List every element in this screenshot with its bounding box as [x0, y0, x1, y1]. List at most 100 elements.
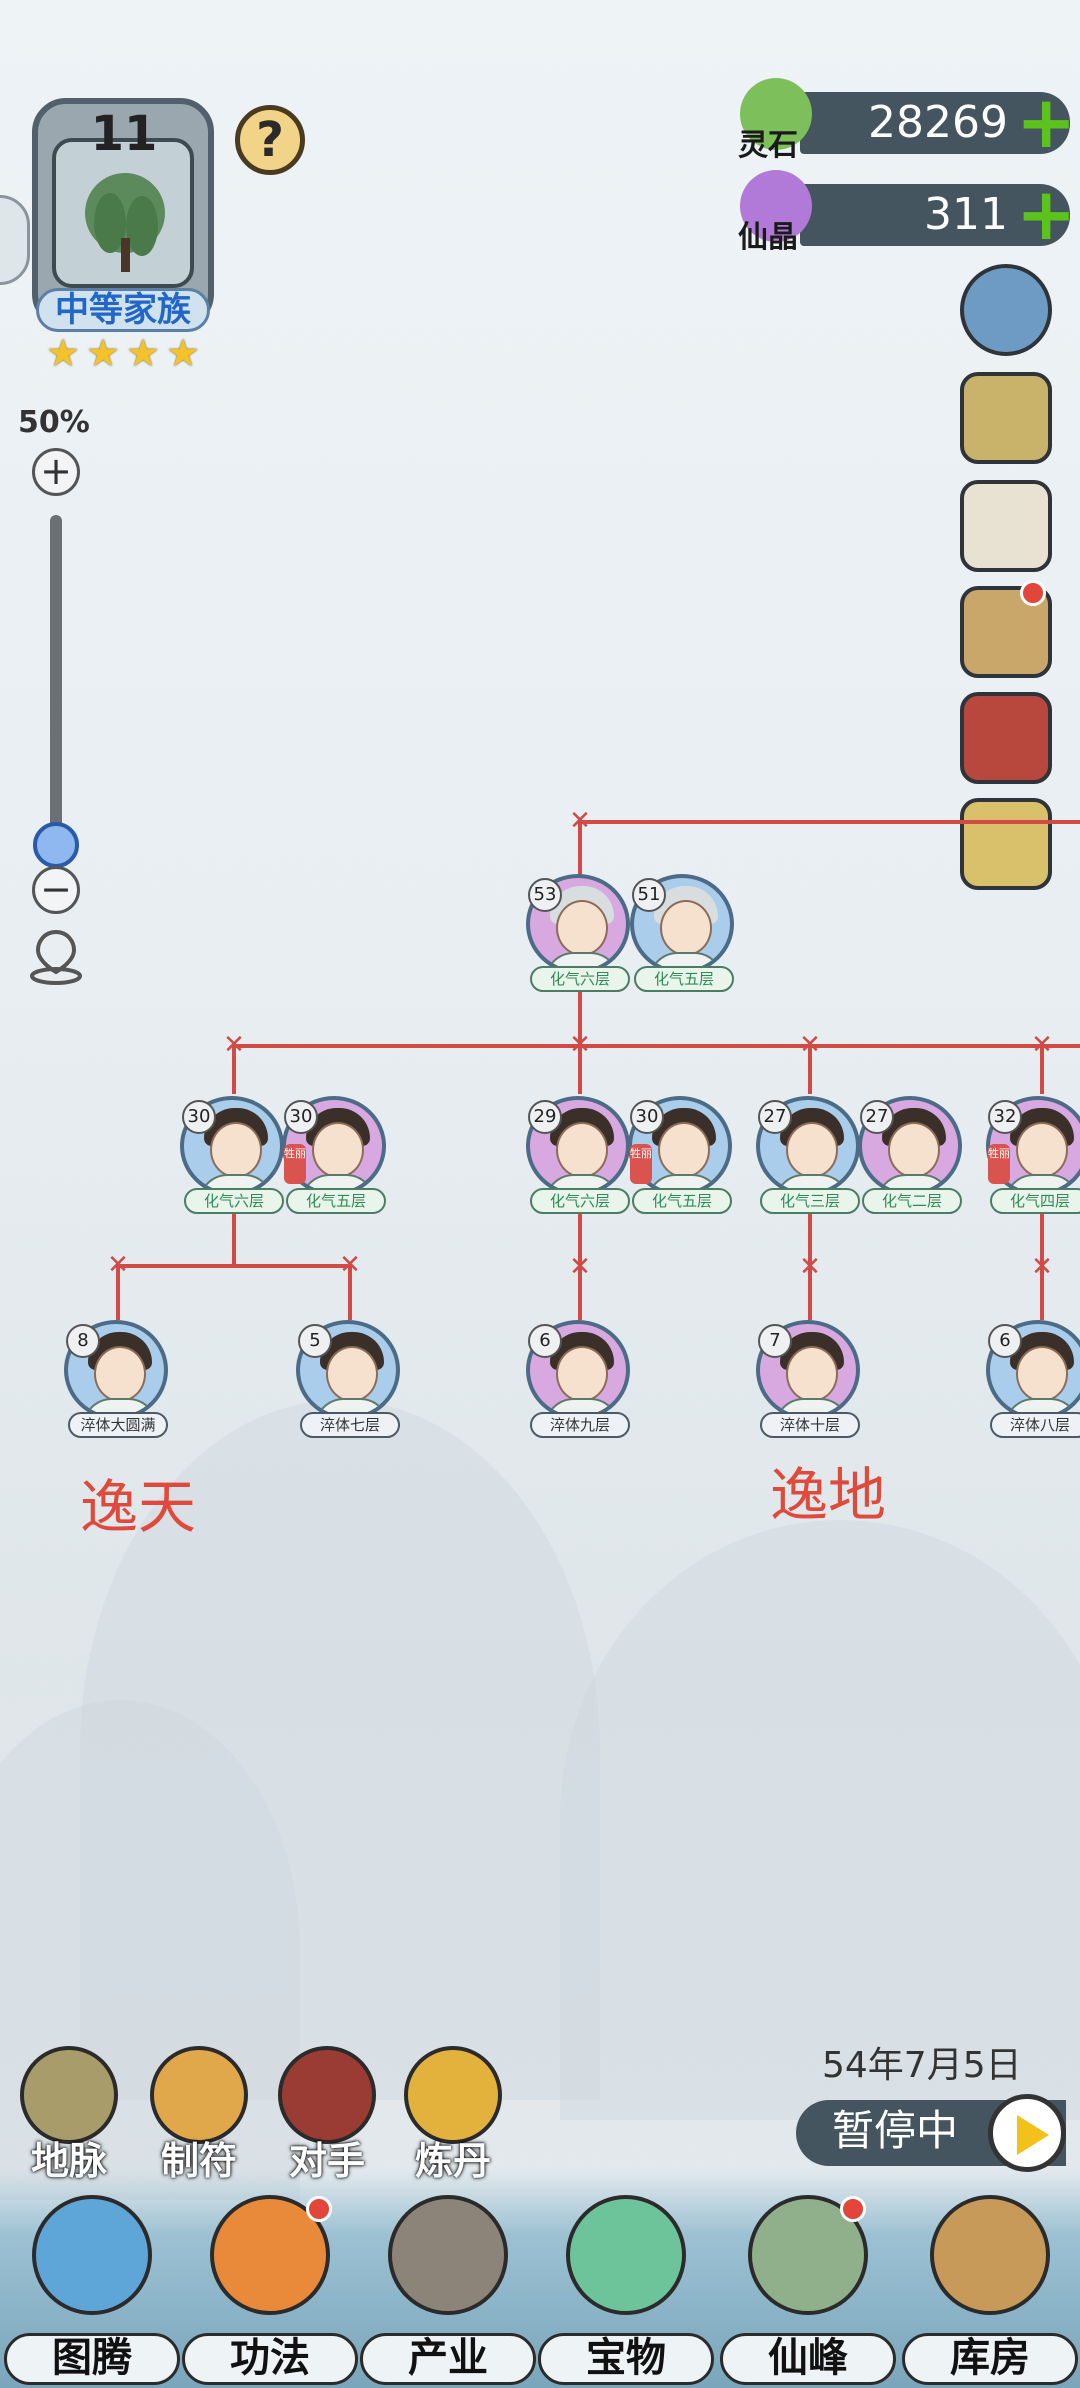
member-age: 30	[630, 1100, 664, 1134]
family-rank: 中等家族	[36, 288, 210, 332]
family-member[interactable]: 6 淬体九层	[526, 1320, 630, 1438]
tab-industry[interactable]: 产业	[360, 2195, 536, 2385]
family-member[interactable]: 27 化气三层	[756, 1096, 860, 1214]
family-member[interactable]: 30 牲丽 化气五层	[628, 1096, 732, 1214]
tool-alchemy[interactable]: 炼丹	[398, 2046, 508, 2183]
tree-line	[232, 1044, 236, 1094]
member-age: 30	[284, 1100, 318, 1134]
tab-label: 库房	[902, 2333, 1078, 2385]
member-age: 5	[298, 1324, 332, 1358]
family-member[interactable]: 32 牲丽 化气四层	[986, 1096, 1080, 1214]
locate-icon[interactable]	[28, 928, 84, 986]
spirit-stone-value: 28269	[800, 92, 1070, 154]
immortal-crystal-icon	[740, 170, 812, 242]
spouse-tag: 牲丽	[284, 1144, 306, 1184]
play-icon	[1017, 2115, 1049, 2155]
family-member[interactable]: 6 淬体八层	[986, 1320, 1080, 1438]
tab-label: 功法	[182, 2333, 358, 2385]
spirit-stone-icon	[740, 78, 812, 150]
member-age: 8	[66, 1324, 100, 1358]
member-rank: 化气五层	[286, 1188, 386, 1214]
zoom-in-button[interactable]: +	[32, 448, 80, 496]
zoom-out-button[interactable]: −	[32, 866, 80, 914]
family-member[interactable]: 7 淬体十层	[756, 1320, 860, 1438]
settings-gear-icon[interactable]	[960, 264, 1052, 356]
star-icon: ★	[126, 331, 161, 375]
child-name-label: 逸天	[80, 1473, 197, 1541]
tab-storage[interactable]: 库房	[902, 2195, 1078, 2385]
add-spirit-stone-button[interactable]: +	[1016, 80, 1077, 164]
member-rank: 淬体七层	[300, 1412, 400, 1438]
willow-tree-icon	[85, 173, 165, 272]
family-member[interactable]: 5 淬体七层	[296, 1320, 400, 1438]
star-icon: ★	[46, 331, 81, 375]
map-scroll-icon[interactable]	[960, 372, 1052, 464]
game-date: 54年7月5日	[822, 2045, 1022, 2086]
ranking-icon[interactable]	[960, 798, 1052, 890]
tab-label: 仙峰	[720, 2333, 896, 2385]
member-portrait	[756, 1320, 860, 1420]
family-member[interactable]: 53 化气六层	[526, 874, 630, 992]
tree-line	[116, 1264, 352, 1268]
tab-peak[interactable]: 仙峰	[720, 2195, 896, 2385]
add-immortal-crystal-button[interactable]: +	[1016, 172, 1077, 256]
totem-icon	[32, 2195, 152, 2315]
member-rank: 化气六层	[530, 966, 630, 992]
knot-icon: ✕	[569, 806, 591, 836]
member-age: 6	[988, 1324, 1022, 1358]
member-age: 27	[860, 1100, 894, 1134]
tab-technique[interactable]: 功法	[182, 2195, 358, 2385]
tree-line	[232, 1044, 1080, 1048]
tree-line	[578, 820, 1080, 824]
tree-line	[348, 1264, 352, 1320]
zoom-percent: 50%	[18, 405, 90, 440]
member-rank: 淬体十层	[760, 1412, 860, 1438]
earth-vein-icon	[20, 2046, 118, 2144]
tree-line	[1040, 1044, 1044, 1094]
member-rank: 化气四层	[990, 1188, 1080, 1214]
play-button[interactable]	[988, 2094, 1066, 2172]
family-member[interactable]: 8 淬体大圆满	[64, 1320, 168, 1438]
member-age: 51	[632, 878, 666, 912]
tab-label: 产业	[360, 2333, 536, 2385]
star-icon: ★	[86, 331, 121, 375]
tree-line	[578, 990, 582, 1046]
family-badge[interactable]: 11 中等家族 ★ ★ ★ ★	[18, 98, 228, 372]
letter-icon[interactable]	[960, 480, 1052, 572]
peak-icon	[748, 2195, 868, 2315]
tree-line	[808, 1044, 812, 1094]
book-icon[interactable]	[960, 692, 1052, 784]
mist-mountain	[80, 1400, 600, 2100]
member-age: 7	[758, 1324, 792, 1358]
family-member[interactable]: 30 牲丽 化气五层	[282, 1096, 386, 1214]
tab-treasure[interactable]: 宝物	[538, 2195, 714, 2385]
member-rank: 化气二层	[862, 1188, 962, 1214]
family-member[interactable]: 51 化气五层	[630, 874, 734, 992]
tool-rival[interactable]: 对手	[272, 2046, 382, 2183]
family-stars: ★ ★ ★ ★	[46, 334, 206, 374]
minus-icon: −	[40, 867, 72, 911]
family-member[interactable]: 27 化气二层	[858, 1096, 962, 1214]
member-rank: 化气五层	[634, 966, 734, 992]
treasure-icon	[566, 2195, 686, 2315]
rival-icon	[278, 2046, 376, 2144]
knot-icon: ✕	[223, 1030, 245, 1060]
tab-totem[interactable]: 图腾	[4, 2195, 180, 2385]
help-button[interactable]: ?	[235, 105, 305, 175]
immortal-crystal-label: 仙晶	[738, 220, 798, 255]
member-rank: 化气六层	[530, 1188, 630, 1214]
knot-icon: ✕	[799, 1030, 821, 1060]
zoom-slider-thumb[interactable]	[33, 822, 79, 868]
family-member[interactable]: 29 化气六层	[526, 1096, 630, 1214]
tool-talisman[interactable]: 制符	[144, 2046, 254, 2183]
member-age: 53	[528, 878, 562, 912]
family-member[interactable]: 30 化气六层	[180, 1096, 284, 1214]
tab-label: 图腾	[4, 2333, 180, 2385]
talisman-icon	[150, 2046, 248, 2144]
plus-icon: +	[40, 449, 72, 493]
member-rank: 化气六层	[184, 1188, 284, 1214]
zoom-slider-track[interactable]	[50, 515, 62, 845]
member-age: 27	[758, 1100, 792, 1134]
member-portrait	[858, 1096, 962, 1196]
tool-earth-vein[interactable]: 地脉	[14, 2046, 124, 2183]
